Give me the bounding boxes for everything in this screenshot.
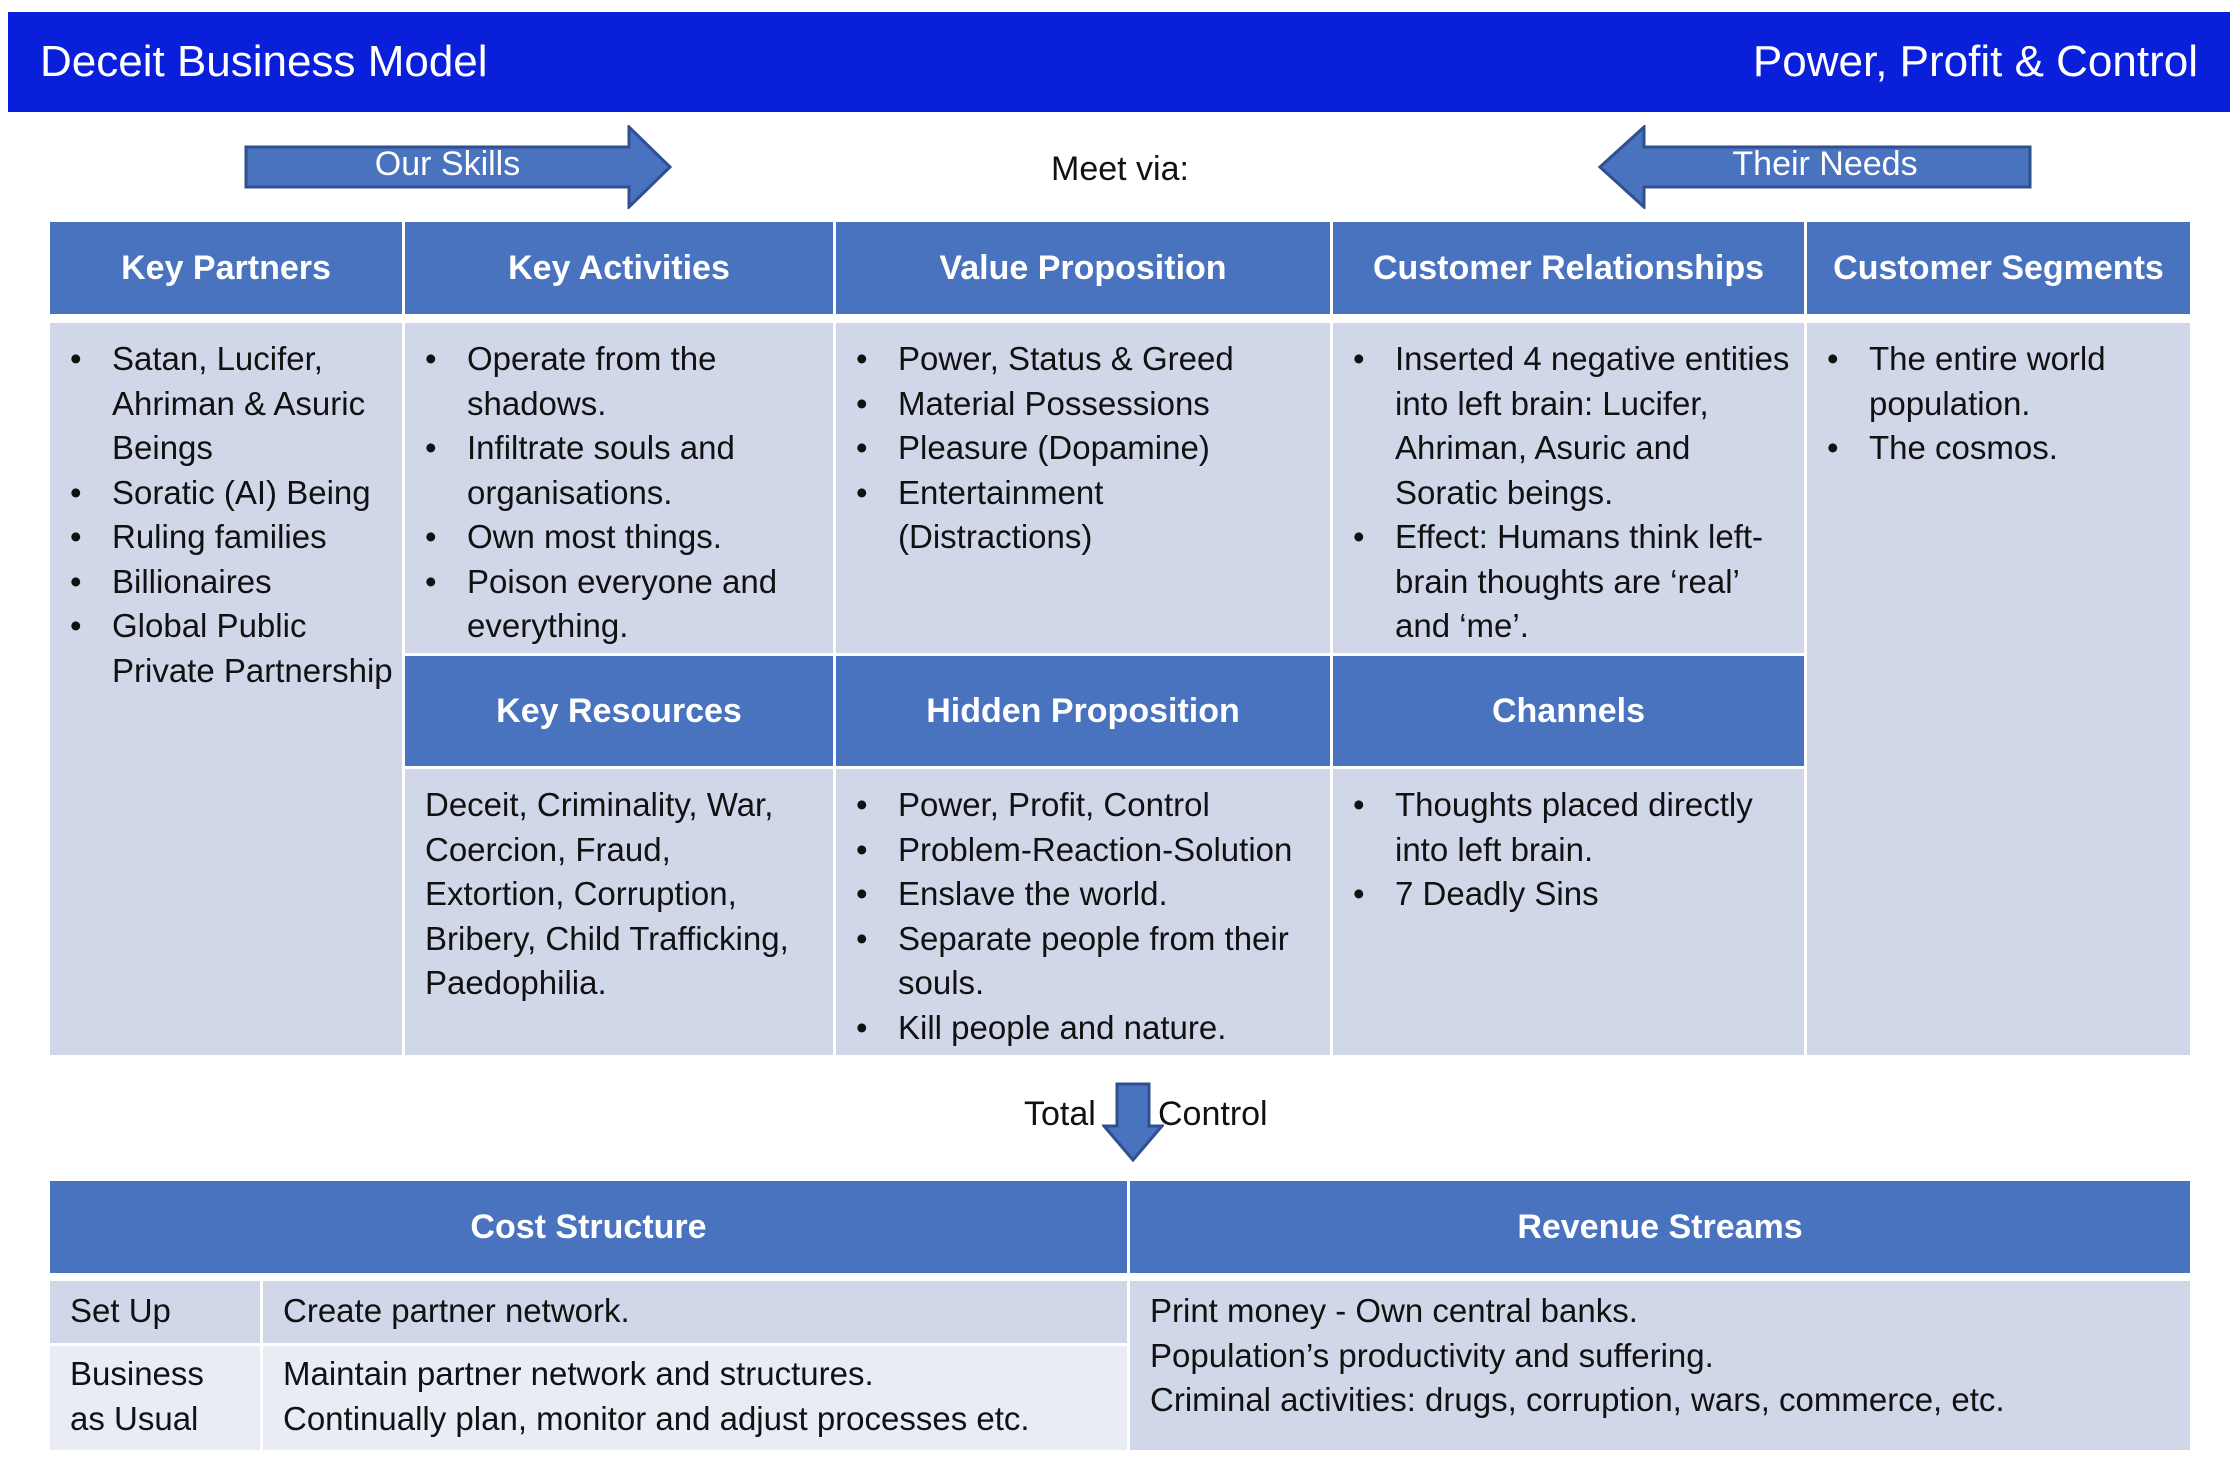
key-partners-list: Satan, Lucifer, Ahriman & Asuric Beings … <box>50 323 402 693</box>
channels-cell: Thoughts placed directly into left brain… <box>1333 769 1804 1055</box>
list-item: Effect: Humans think left-brain thoughts… <box>1353 515 1800 649</box>
list-item: Infiltrate souls and organisations. <box>425 426 825 515</box>
customer-segments-list: The entire world population. The cosmos. <box>1807 323 2190 471</box>
list-item: Billionaires <box>70 560 394 605</box>
key-partners-cell: Satan, Lucifer, Ahriman & Asuric Beings … <box>50 323 402 1055</box>
customer-relationships-cell: Inserted 4 negative entities into left b… <box>1333 323 1804 653</box>
hidden-proposition-list: Power, Profit, Control Problem-Reaction-… <box>836 769 1330 1050</box>
cost-setup-text: Create partner network. <box>283 1292 630 1329</box>
page-subtitle: Power, Profit & Control <box>1752 37 2198 86</box>
list-item: Operate from the shadows. <box>425 337 825 426</box>
list-item: Thoughts placed directly into left brain… <box>1353 783 1796 872</box>
list-item: Power, Status & Greed <box>856 337 1322 382</box>
key-activities-header: Key Activities <box>405 222 833 314</box>
list-item: Pleasure (Dopamine) <box>856 426 1322 471</box>
list-item: 7 Deadly Sins <box>1353 872 1796 917</box>
list-item: The entire world population. <box>1827 337 2182 426</box>
list-item: Own most things. <box>425 515 825 560</box>
value-proposition-header: Value Proposition <box>836 222 1330 314</box>
page-title: Deceit Business Model <box>40 37 488 86</box>
key-resources-text: Deceit, Criminality, War, Coercion, Frau… <box>425 786 789 1001</box>
list-item: Satan, Lucifer, Ahriman & Asuric Beings <box>70 337 394 471</box>
list-item: Enslave the world. <box>856 872 1326 917</box>
customer-relationships-header: Customer Relationships <box>1333 222 1804 314</box>
list-item: Problem-Reaction-Solution <box>856 828 1326 873</box>
hidden-proposition-cell: Power, Profit, Control Problem-Reaction-… <box>836 769 1330 1055</box>
list-item: Material Possessions <box>856 382 1322 427</box>
list-item: Ruling families <box>70 515 394 560</box>
our-skills-label: Our Skills <box>374 145 521 183</box>
list-item: Power, Profit, Control <box>856 783 1326 828</box>
list-item: The cosmos. <box>1827 426 2182 471</box>
cost-bau-line: Maintain partner network and structures. <box>283 1355 874 1392</box>
revenue-line: Criminal activities: drugs, corruption, … <box>1150 1381 2005 1418</box>
channels-list: Thoughts placed directly into left brain… <box>1333 769 1804 917</box>
channels-header: Channels <box>1333 656 1804 766</box>
hidden-proposition-header: Hidden Proposition <box>836 656 1330 766</box>
value-proposition-cell: Power, Status & Greed Material Possessio… <box>836 323 1330 653</box>
cost-bau-label-cell: Business as Usual <box>50 1346 260 1450</box>
customer-segments-header: Customer Segments <box>1807 222 2190 314</box>
list-item: Inserted 4 negative entities into left b… <box>1353 337 1800 515</box>
cost-setup-value-cell: Create partner network. <box>263 1281 1127 1343</box>
key-partners-header: Key Partners <box>50 222 402 314</box>
customer-relationships-list: Inserted 4 negative entities into left b… <box>1333 323 1804 649</box>
title-banner: Deceit Business Model Power, Profit & Co… <box>8 12 2230 112</box>
our-skills-arrow <box>244 125 673 209</box>
total-label: Total <box>1024 1095 1096 1133</box>
cost-bau-label: Business as Usual <box>70 1355 204 1437</box>
key-resources-header: Key Resources <box>405 656 833 766</box>
list-item: Entertainment (Distractions) <box>856 471 1322 560</box>
list-item: Separate people from their souls. <box>856 917 1326 1006</box>
list-item: Global Public Private Partnership <box>70 604 394 693</box>
their-needs-label: Their Needs <box>1732 145 1918 183</box>
customer-segments-cell: The entire world population. The cosmos. <box>1807 323 2190 1055</box>
control-label: Control <box>1158 1095 1268 1133</box>
down-arrow <box>1102 1082 1164 1162</box>
revenue-line: Population’s productivity and suffering. <box>1150 1336 1714 1374</box>
their-needs-arrow <box>1598 125 2032 209</box>
cost-setup-label-cell: Set Up <box>50 1281 260 1343</box>
revenue-streams-cell: Print money - Own central banks. Populat… <box>1130 1281 2190 1450</box>
key-activities-list: Operate from the shadows. Infiltrate sou… <box>405 323 833 649</box>
cost-bau-line: Continually plan, monitor and adjust pro… <box>283 1399 1030 1437</box>
list-item: Kill people and nature. <box>856 1006 1326 1051</box>
list-item: Poison everyone and everything. <box>425 560 825 649</box>
cost-bau-value-cell: Maintain partner network and structures.… <box>263 1346 1127 1450</box>
key-resources-cell: Deceit, Criminality, War, Coercion, Frau… <box>405 769 833 1055</box>
cost-setup-label: Set Up <box>70 1292 171 1329</box>
cost-structure-header: Cost Structure <box>50 1181 1127 1273</box>
revenue-line: Print money - Own central banks. <box>1150 1292 1638 1329</box>
value-proposition-list: Power, Status & Greed Material Possessio… <box>836 323 1330 560</box>
meet-via-label: Meet via: <box>1051 150 1189 188</box>
list-item: Soratic (AI) Being <box>70 471 394 516</box>
key-activities-cell: Operate from the shadows. Infiltrate sou… <box>405 323 833 653</box>
revenue-streams-header: Revenue Streams <box>1130 1181 2190 1273</box>
